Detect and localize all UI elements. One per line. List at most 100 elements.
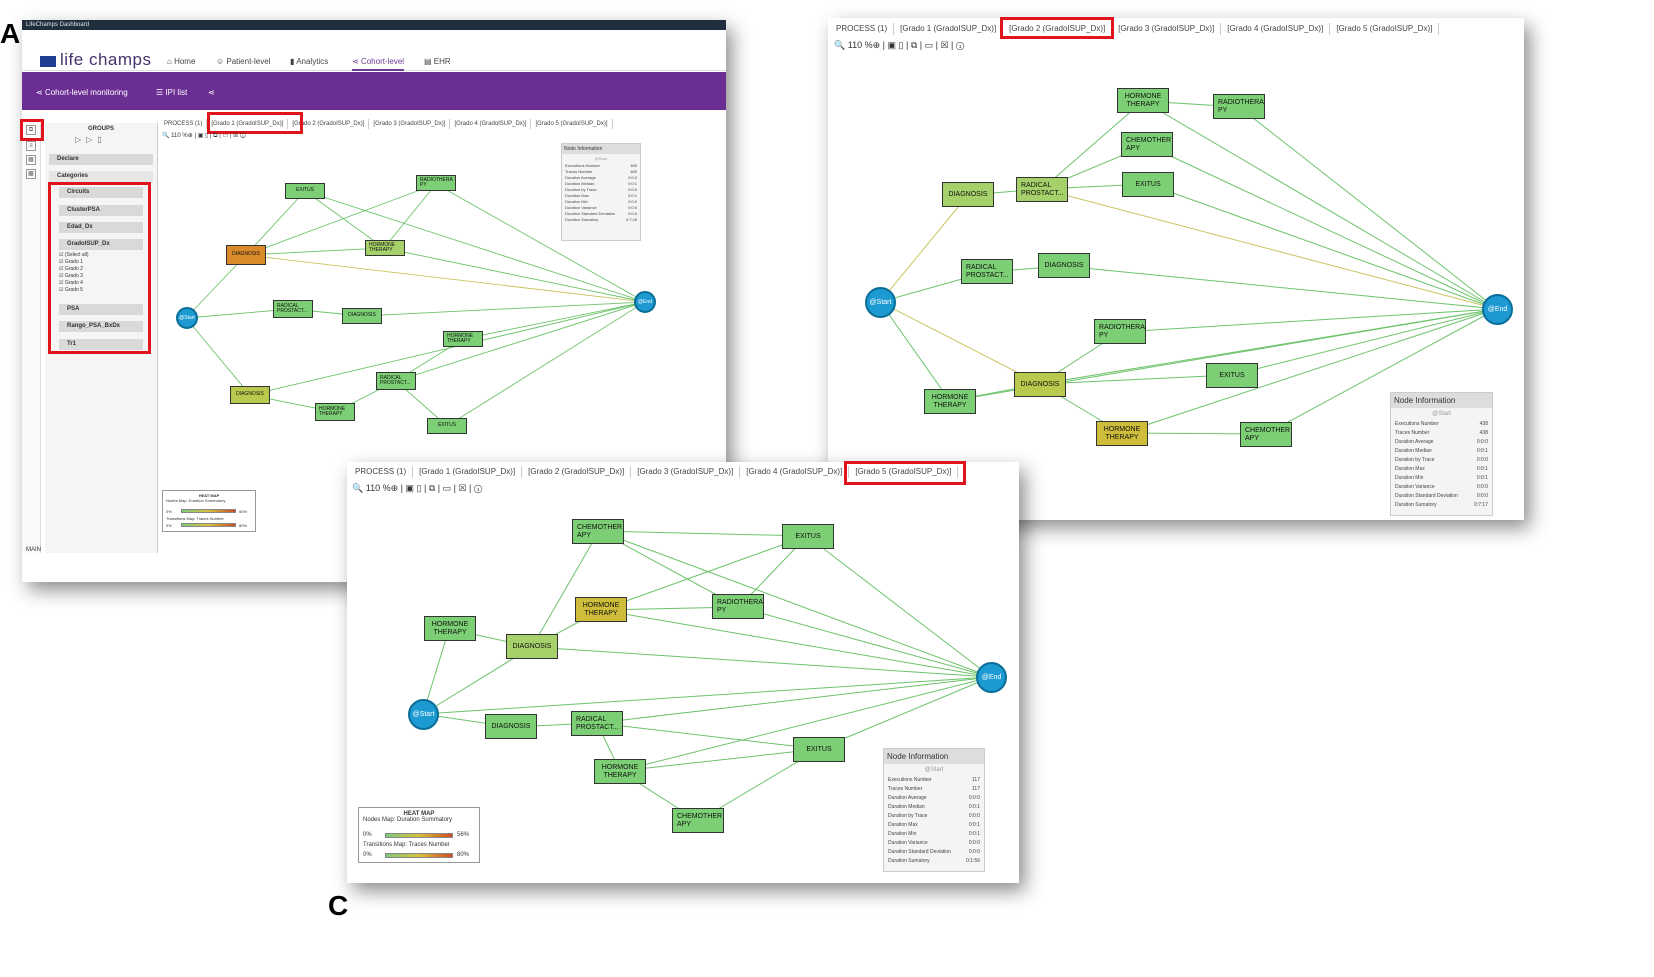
node-end-c[interactable]: @End <box>976 662 1007 693</box>
group-item-clusterpsa[interactable]: ClusterPSA <box>59 205 143 216</box>
node-exitus-a1[interactable]: EXITUS <box>285 183 325 199</box>
tab-grado-3[interactable]: [Grado 3 (GradoISUP_Dx)] <box>631 466 741 478</box>
node-radical-b2[interactable]: RADICAL PROSTACT... <box>961 259 1013 284</box>
copy-icon[interactable]: ⧉ <box>26 125 36 135</box>
image-icon[interactable]: ▣ <box>887 40 897 50</box>
close-box-icon[interactable]: ☒ <box>940 40 949 50</box>
node-hormone-c2[interactable]: HORMONE THERAPY <box>424 616 476 641</box>
nav-analytics[interactable]: ▮ Analytics <box>290 57 329 66</box>
fit-icon[interactable]: ▭ <box>222 133 229 139</box>
node-chemo-b2[interactable]: CHEMOTHER APY <box>1240 422 1292 447</box>
group-item-gradoisup-dx[interactable]: GradoISUP_Dx <box>59 239 143 250</box>
node-hormone-c1[interactable]: HORMONE THERAPY <box>575 597 627 622</box>
tab-grado-5[interactable]: [Grado 5 (GradoISUP_Dx)] <box>531 119 613 129</box>
node-radical-a1[interactable]: RADICAL PROSTACT... <box>273 300 313 318</box>
node-exitus-b1[interactable]: EXITUS <box>1122 172 1174 197</box>
node-hormone-b3[interactable]: HORMONE THERAPY <box>1096 421 1148 446</box>
zoom-in-icon[interactable]: ⊕ <box>187 133 193 139</box>
close-box-icon[interactable]: ☒ <box>233 133 239 139</box>
zoom-icon[interactable]: 🔍 <box>352 483 364 493</box>
node-exitus-c2[interactable]: EXITUS <box>793 737 845 762</box>
node-chemo-b1[interactable]: CHEMOTHER APY <box>1121 132 1173 157</box>
play-icon[interactable]: ▷ <box>75 135 87 144</box>
node-radical-a2[interactable]: RADICAL PROSTACT... <box>376 372 416 390</box>
node-radiotherapy-a1[interactable]: RADIOTHERA PY <box>416 175 456 191</box>
tab-grado-4[interactable]: [Grado 4 (GradoISUP_Dx)] <box>740 466 850 478</box>
checkbox-grado-3[interactable]: ☑ Grado 3 <box>59 273 83 279</box>
info-icon[interactable]: ⓘ <box>955 40 965 50</box>
tab-grado-3[interactable]: [Grado 3 (GradoISUP_Dx)] <box>369 119 451 129</box>
node-hormone-c3[interactable]: HORMONE THERAPY <box>594 759 646 784</box>
node-radiotherapy-b2[interactable]: RADIOTHERA PY <box>1094 319 1146 344</box>
node-radical-b1[interactable]: RADICAL PROSTACT... <box>1016 177 1068 202</box>
trash-icon[interactable]: ▯ <box>205 133 209 139</box>
tab-grado-1[interactable]: [Grado 1 (GradoISUP_Dx)] <box>207 119 289 129</box>
group-item-tr1[interactable]: Tr1 <box>59 339 143 350</box>
node-end-b[interactable]: @End <box>1482 294 1513 325</box>
table-icon[interactable]: ▦ <box>26 155 36 165</box>
fit-icon[interactable]: ▭ <box>442 483 452 493</box>
node-diagnosis-c1[interactable]: DIAGNOSIS <box>506 634 558 659</box>
node-exitus-b2[interactable]: EXITUS <box>1206 363 1258 388</box>
node-hormone-a1[interactable]: HORMONE THERAPY <box>365 240 405 256</box>
group-item-edad-dx[interactable]: Edad_Dx <box>59 222 143 233</box>
group-categories[interactable]: Categories <box>49 171 153 182</box>
info-icon[interactable]: ⓘ <box>473 483 483 493</box>
node-exitus-c1[interactable]: EXITUS <box>782 524 834 549</box>
node-exitus-a2[interactable]: EXITUS <box>427 418 467 434</box>
nav-cohort-level[interactable]: ⋖ Cohort-level <box>352 57 405 71</box>
node-chemo-c1[interactable]: CHEMOTHER APY <box>572 519 624 544</box>
node-end-a[interactable]: @End <box>634 291 656 313</box>
node-hormone-b2[interactable]: HORMONE THERAPY <box>924 389 976 414</box>
tab-process[interactable]: PROCESS (1) <box>830 23 895 35</box>
zoom-in-icon[interactable]: ⊕ <box>390 483 399 493</box>
nav-home[interactable]: ⌂ Home <box>167 57 196 66</box>
node-diagnosis-a1[interactable]: DIAGNOSIS <box>226 245 266 265</box>
tab-grado-3[interactable]: [Grado 3 (GradoISUP_Dx)] <box>1112 23 1222 35</box>
list-icon[interactable]: ≡ <box>26 141 36 151</box>
group-declare[interactable]: Declare <box>49 154 153 165</box>
grid-icon[interactable]: ▩ <box>26 169 36 179</box>
tab-grado-4[interactable]: [Grado 4 (GradoISUP_Dx)] <box>1221 23 1331 35</box>
copy-icon[interactable]: ⧉ <box>213 133 218 139</box>
subnav-cohort-monitoring[interactable]: ⋖ Cohort-level monitoring <box>36 88 128 97</box>
group-item-rango-psa[interactable]: Rango_PSA_BxDx <box>59 321 143 332</box>
tab-process[interactable]: PROCESS (1) <box>160 119 208 129</box>
image-icon[interactable]: ▣ <box>197 133 204 139</box>
next-icon[interactable]: ▷ <box>86 135 98 144</box>
node-diagnosis-b3[interactable]: DIAGNOSIS <box>1014 372 1066 397</box>
node-diagnosis-b2[interactable]: DIAGNOSIS <box>1038 253 1090 278</box>
subnav-ipi-list[interactable]: ☰ IPI list <box>156 88 188 97</box>
image-icon[interactable]: ▣ <box>405 483 415 493</box>
node-hormone-a3[interactable]: HORMONE THERAPY <box>315 403 355 421</box>
checkbox-grado-5[interactable]: ☑ Grado 5 <box>59 287 83 293</box>
checkbox-grado-1[interactable]: ☑ Grado 1 <box>59 259 83 265</box>
fit-icon[interactable]: ▭ <box>924 40 934 50</box>
tab-grado-2[interactable]: [Grado 2 (GradoISUP_Dx)] <box>522 466 632 478</box>
copy-icon[interactable]: ⧉ <box>428 483 436 493</box>
node-start-a[interactable]: @Start <box>176 307 198 329</box>
group-item-psa[interactable]: PSA <box>59 304 143 315</box>
zoom-icon[interactable]: 🔍 <box>834 40 846 50</box>
group-item-circuits[interactable]: Circuits <box>59 187 143 198</box>
tab-grado-5[interactable]: [Grado 5 (GradoISUP_Dx)] <box>1330 23 1440 35</box>
node-chemo-c2[interactable]: CHEMOTHER APY <box>672 808 724 833</box>
checkbox-grado-2[interactable]: ☑ Grado 2 <box>59 266 83 272</box>
nav-ehr[interactable]: ▤ EHR <box>424 57 451 66</box>
tab-grado-5[interactable]: [Grado 5 (GradoISUP_Dx)] <box>849 466 959 478</box>
node-start-c[interactable]: @Start <box>408 699 439 730</box>
node-diagnosis-a2[interactable]: DIAGNOSIS <box>342 308 382 324</box>
trash-icon[interactable]: ▯ <box>97 135 107 144</box>
tab-grado-4[interactable]: [Grado 4 (GradoISUP_Dx)] <box>450 119 532 129</box>
zoom-in-icon[interactable]: ⊕ <box>872 40 881 50</box>
subnav-share-button[interactable]: ⋖ <box>208 88 215 97</box>
close-box-icon[interactable]: ☒ <box>458 483 467 493</box>
info-icon[interactable]: ⓘ <box>240 133 246 139</box>
zoom-icon[interactable]: 🔍 <box>162 133 170 139</box>
node-radiotherapy-c1[interactable]: RADIOTHERA PY <box>712 594 764 619</box>
tab-grado-2[interactable]: [Grado 2 (GradoISUP_Dx)] <box>288 119 370 129</box>
node-diagnosis-a3[interactable]: DIAGNOSIS <box>230 386 270 404</box>
tab-process[interactable]: PROCESS (1) <box>349 466 414 478</box>
node-start-b[interactable]: @Start <box>865 287 896 318</box>
trash-icon[interactable]: ▯ <box>416 483 422 493</box>
